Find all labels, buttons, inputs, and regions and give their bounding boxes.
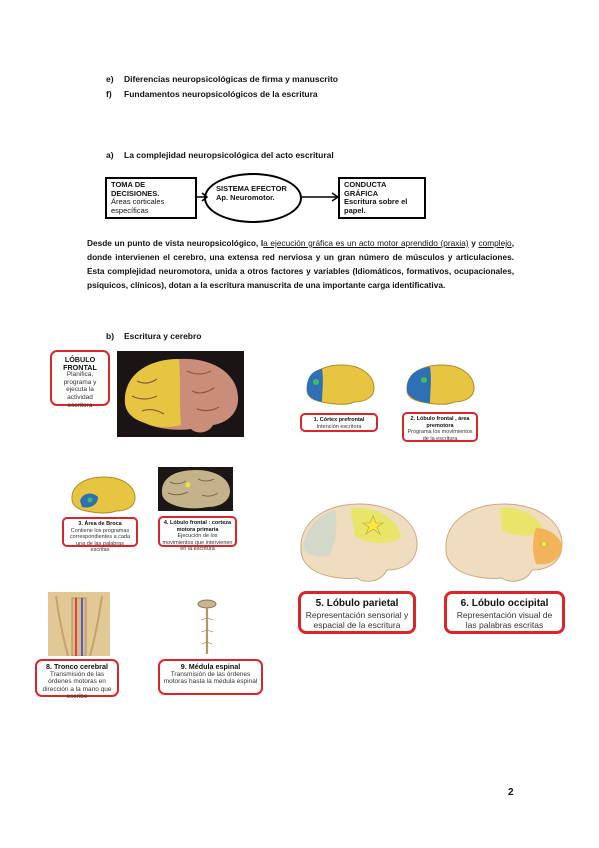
arrow-right-icon (302, 192, 340, 202)
list-item-e: e) Diferencias neuropsicológicas de firma… (106, 74, 338, 84)
brain-image (445, 503, 563, 582)
flow-box-decisions: TOMA DE DECISIONES. Áreas corticales esp… (105, 177, 197, 219)
paragraph-text: y (468, 238, 479, 248)
card-title: 5. Lóbulo parietal (315, 598, 399, 609)
list-text: Fundamentos neuropsicológicos de la escr… (124, 89, 318, 99)
arrow-right-icon (195, 192, 209, 202)
list-marker: e) (106, 74, 114, 84)
card-desc: Programa los movimientos de la escritura (407, 429, 473, 442)
brain-image (48, 592, 110, 656)
card-area-broca: 3. Área de Broca Contiene los programas … (62, 517, 138, 553)
card-desc: Representación sensorial y espacial de l… (305, 610, 409, 630)
brain-image (124, 358, 239, 433)
section-marker: a) (106, 150, 114, 160)
brain-diagram-1 (302, 362, 377, 407)
paragraph-text: Desde un punto de vista neuropsicológico… (87, 238, 264, 248)
brain-diagram-parietal (295, 498, 423, 588)
flow-box-effector: SISTEMA EFECTOR Ap. Neuromotor. (204, 173, 302, 223)
card-title: 3. Área de Broca (78, 521, 122, 527)
flow-box-title: CONDUCTA GRÁFICA (344, 180, 387, 198)
spinal-cord-image (190, 598, 224, 656)
section-title: La complejidad neuropsicológica del acto… (124, 150, 334, 160)
card-title: 9. Médula espinal (180, 662, 241, 671)
brain-image (71, 476, 136, 514)
flow-box-sub: Ap. Neuromotor. (216, 192, 275, 202)
card-desc: Contiene los programas correspondientes … (69, 527, 131, 554)
card-corteza-motora: 4. Lóbulo frontal : corteza motora prima… (158, 516, 237, 552)
brain-diagram-broca (68, 475, 138, 515)
card-title: 1. Córtex prefrontal (313, 417, 365, 423)
card-desc: Intención escritora (316, 423, 362, 430)
brain-photo-frontal (117, 351, 244, 437)
card-lobulo-occipital: 6. Lóbulo occipital Representación visua… (444, 591, 565, 634)
card-area-premotora: 2. Lóbulo frontal , área premotora Progr… (402, 412, 478, 442)
card-title: 2. Lóbulo frontal , área premotora (410, 416, 470, 429)
card-title: 8. Tronco cerebral (46, 662, 108, 671)
card-title: 6. Lóbulo occipital (460, 598, 549, 609)
brain-photo-motor (158, 467, 233, 511)
flow-box-title: TOMA DE DECISIONES. (111, 180, 160, 198)
brain-diagram-occipital (440, 498, 568, 588)
card-desc: Transmisión de las órdenes motoras en di… (42, 670, 112, 701)
paragraph-underlined: complejo (478, 238, 512, 248)
body-paragraph: Desde un punto de vista neuropsicológico… (87, 236, 514, 292)
list-item-f: f) Fundamentos neuropsicológicos de la es… (106, 89, 318, 99)
flow-box-conduct: CONDUCTA GRÁFICA Escritura sobre el pape… (338, 177, 426, 219)
card-cortex-prefrontal: 1. Córtex prefrontal Intención escritora (300, 413, 378, 432)
card-lobulo-parietal: 5. Lóbulo parietal Representación sensor… (298, 591, 416, 634)
brain-image (161, 470, 230, 509)
page-number: 2 (508, 787, 514, 798)
card-desc: Transmisión de las órdenes motoras hasta… (163, 670, 258, 686)
list-text: Diferencias neuropsicológicas de firma y… (124, 74, 338, 84)
card-desc: Planifica, programa y ejecuta la activid… (63, 371, 97, 409)
section-marker: b) (106, 331, 115, 341)
paragraph-text: , donde intervienen el cerebro, una exte… (87, 238, 514, 290)
flow-box-title: SISTEMA EFECTOR (216, 184, 287, 193)
section-title: Escritura y cerebro (124, 331, 202, 341)
card-lobulo-frontal: LÓBULO FRONTAL Planifica, programa y eje… (50, 350, 110, 409)
brain-image (197, 599, 217, 654)
card-desc: Ejecución de los movimientos que intervi… (162, 533, 233, 552)
brain-image (300, 503, 418, 582)
brainstem-image (48, 592, 110, 656)
section-a-heading: a) La complejidad neuropsicológica del ac… (106, 150, 334, 160)
card-title: LÓBULO FRONTAL (63, 355, 97, 372)
flow-box-sub: Áreas corticales específicas (111, 197, 165, 215)
card-title: 4. Lóbulo frontal : corteza motora prima… (163, 520, 232, 533)
flow-box-sub: Escritura sobre el papel. (344, 197, 408, 215)
card-medula-espinal: 9. Médula espinal Transmisión de las órd… (158, 659, 263, 695)
brain-image (306, 364, 375, 405)
brain-diagram-2 (402, 362, 477, 407)
paragraph-underlined: a ejecución gráfica es un acto motor apr… (263, 238, 469, 248)
brain-image (406, 364, 475, 405)
card-desc: Representación visual de las palabras es… (456, 610, 553, 630)
card-tronco-cerebral: 8. Tronco cerebral Transmisión de las ór… (35, 659, 119, 700)
list-marker: f) (106, 89, 112, 99)
section-b-heading: b) Escritura y cerebro (106, 331, 201, 341)
